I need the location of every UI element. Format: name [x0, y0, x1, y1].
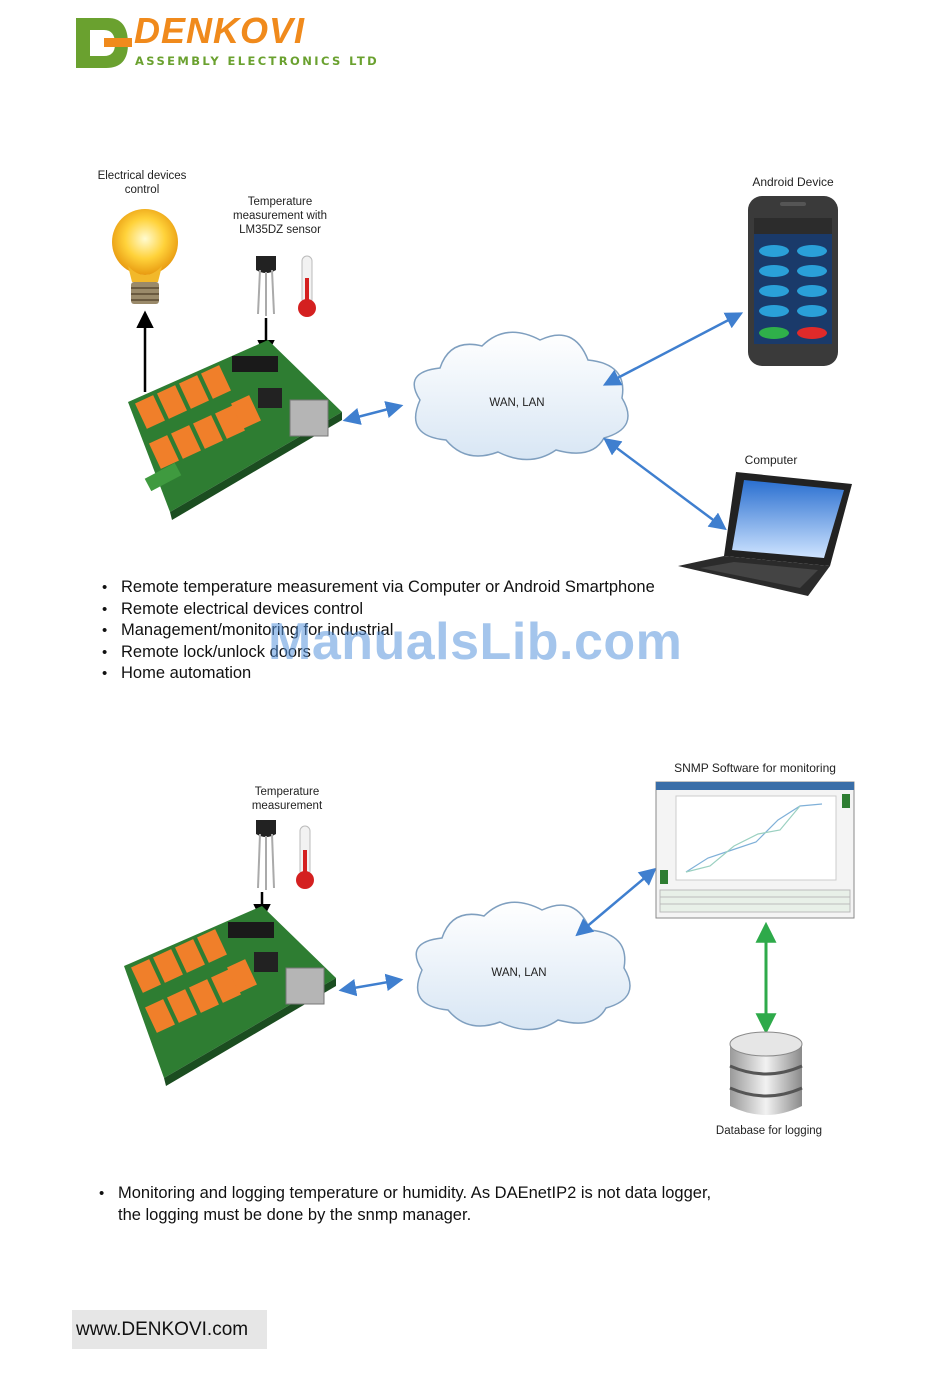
list-item: Remote temperature measurement via Compu…: [102, 577, 655, 599]
list-item: Management/monitoring for industrial: [102, 620, 655, 642]
board-cloud-arrow: [342, 401, 404, 425]
cloud-label: WAN, LAN: [489, 397, 545, 409]
sensor-label-line2: measurement with: [233, 210, 327, 222]
bulb-label: Electrical devices control: [88, 169, 196, 197]
logging-note-line2: the logging must be done by the snmp man…: [118, 1205, 472, 1224]
sensor-label-line1: Temperature: [247, 196, 313, 208]
feature-list: Remote temperature measurement via Compu…: [102, 577, 655, 685]
thermometer-icon: [298, 255, 316, 317]
sensor-label-2: Temperature measurement: [236, 785, 338, 813]
watermark: ManualsLib.com: [268, 613, 683, 671]
temperature-sensor-icon-2: [256, 820, 276, 890]
database-label: Database for logging: [715, 1125, 823, 1137]
thermometer-icon-2: [296, 825, 314, 889]
database-icon: [729, 1031, 803, 1115]
light-bulb-icon: [112, 209, 178, 304]
sensor-label-line3: LM35DZ sensor: [239, 224, 321, 236]
cloud-android-arrow: [602, 312, 744, 386]
board-cloud-arrow-2: [338, 973, 404, 997]
logo-subtitle: ASSEMBLY ELECTRONICS LTD: [135, 54, 380, 68]
temperature-sensor-icon: [256, 256, 276, 316]
cloud-snmp-arrow: [575, 867, 657, 937]
footer-url[interactable]: www.DENKOVI.com: [72, 1310, 267, 1349]
sensor-label-2-line1: Temperature: [254, 786, 320, 798]
android-phone-icon: [748, 196, 838, 366]
logging-note-line1: Monitoring and logging temperature or hu…: [118, 1184, 712, 1202]
sensor-label-2-line2: measurement: [251, 800, 323, 812]
computer-label: Computer: [744, 453, 798, 467]
list-item: Remote electrical devices control: [102, 599, 655, 621]
snmp-label: SNMP Software for monitoring: [674, 761, 836, 775]
snmp-software-screenshot: [655, 781, 855, 919]
list-item: Remote lock/unlock doors: [102, 642, 655, 664]
logging-note: Monitoring and logging temperature or hu…: [99, 1183, 711, 1226]
list-item: Home automation: [102, 663, 655, 685]
laptop-icon: [678, 472, 852, 596]
cloud-label-2: WAN, LAN: [491, 967, 547, 979]
cloud-icon: [413, 331, 629, 461]
relay-board-icon-2: [124, 906, 336, 1086]
sensor-label: Temperature measurement with LM35DZ sens…: [224, 195, 336, 237]
logo-name: DENKOVI: [134, 10, 306, 51]
bulb-label-line2: control: [124, 184, 160, 196]
android-label: Android Device: [752, 175, 834, 189]
bulb-label-line1: Electrical devices: [97, 170, 187, 182]
relay-board-icon: [128, 340, 342, 520]
cloud-computer-arrow: [603, 437, 727, 531]
list-item: Monitoring and logging temperature or hu…: [99, 1183, 711, 1226]
